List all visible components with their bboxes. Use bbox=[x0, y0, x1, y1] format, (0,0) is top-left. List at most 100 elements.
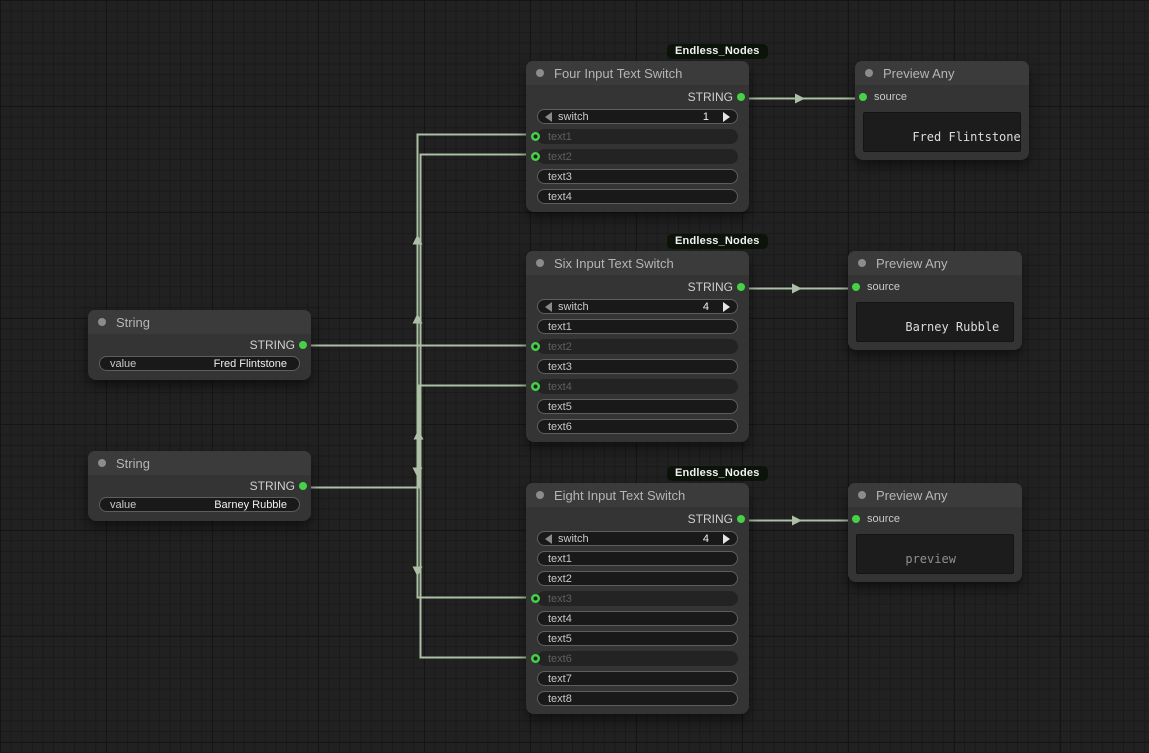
node-four-input-text-switch[interactable]: Four Input Text Switch STRING switch 1 t… bbox=[526, 61, 749, 212]
collapse-dot-icon[interactable] bbox=[98, 459, 106, 467]
widget-text2[interactable]: text2 bbox=[531, 339, 738, 354]
collapse-dot-icon[interactable] bbox=[858, 491, 866, 499]
stepper-value: 4 bbox=[702, 532, 709, 545]
widget-value-text: Barney Rubble bbox=[214, 498, 287, 511]
input-port[interactable] bbox=[531, 342, 540, 351]
input-port[interactable] bbox=[531, 654, 540, 663]
input-label: source bbox=[867, 281, 901, 293]
widget-text6[interactable]: text6 bbox=[531, 651, 738, 666]
output-port-string[interactable] bbox=[737, 93, 745, 101]
widget-label: text3 bbox=[548, 170, 572, 183]
preview-text-area[interactable]: Barney Rubble bbox=[856, 302, 1014, 342]
collapse-dot-icon[interactable] bbox=[98, 318, 106, 326]
widget-label: text1 bbox=[548, 320, 572, 333]
preview-text-area[interactable]: preview bbox=[856, 534, 1014, 574]
widget-label: switch bbox=[558, 532, 589, 545]
collapse-dot-icon[interactable] bbox=[536, 69, 544, 77]
widget-text4[interactable]: text4 bbox=[537, 611, 738, 626]
node-eight-input-text-switch[interactable]: Eight Input Text Switch STRING switch 4 … bbox=[526, 483, 749, 714]
widget-text2[interactable]: text2 bbox=[537, 571, 738, 586]
widget-label: text2 bbox=[548, 150, 572, 163]
widget-text5[interactable]: text5 bbox=[537, 399, 738, 414]
widget-value[interactable]: value Barney Rubble bbox=[99, 497, 300, 512]
widget-label: switch bbox=[558, 300, 589, 313]
output-port-string[interactable] bbox=[737, 515, 745, 523]
badge-endless-nodes: Endless_Nodes bbox=[667, 466, 768, 481]
node-string-1[interactable]: String STRING value Fred Flintstone bbox=[88, 310, 311, 380]
widget-label: text3 bbox=[548, 592, 572, 605]
collapse-dot-icon[interactable] bbox=[536, 491, 544, 499]
widget-text3[interactable]: text3 bbox=[537, 169, 738, 184]
widget-switch-stepper[interactable]: switch 4 bbox=[537, 299, 738, 314]
collapse-dot-icon[interactable] bbox=[536, 259, 544, 267]
widget-text3[interactable]: text3 bbox=[531, 591, 738, 606]
collapse-dot-icon[interactable] bbox=[865, 69, 873, 77]
widget-text6[interactable]: text6 bbox=[537, 419, 738, 434]
input-label: source bbox=[874, 91, 908, 103]
node-preview-any-1[interactable]: Preview Any source Fred Flintstone bbox=[855, 61, 1029, 160]
node-title-bar[interactable]: Preview Any bbox=[848, 483, 1022, 507]
widget-label: text2 bbox=[548, 572, 572, 585]
widget-text8[interactable]: text8 bbox=[537, 691, 738, 706]
node-title: Six Input Text Switch bbox=[554, 255, 674, 271]
widget-label: text8 bbox=[548, 692, 572, 705]
stepper-next-icon[interactable] bbox=[723, 301, 730, 312]
node-six-input-text-switch[interactable]: Six Input Text Switch STRING switch 4 te… bbox=[526, 251, 749, 442]
input-port-source[interactable] bbox=[859, 93, 867, 101]
stepper-prev-icon[interactable] bbox=[545, 301, 552, 312]
node-preview-any-3[interactable]: Preview Any source preview bbox=[848, 483, 1022, 582]
widget-text1[interactable]: text1 bbox=[531, 129, 738, 144]
widget-text2[interactable]: text2 bbox=[531, 149, 738, 164]
stepper-prev-icon[interactable] bbox=[545, 111, 552, 122]
widget-label: text3 bbox=[548, 360, 572, 373]
widget-text1[interactable]: text1 bbox=[537, 551, 738, 566]
preview-text-area[interactable]: Fred Flintstone bbox=[863, 112, 1021, 152]
input-port-source[interactable] bbox=[852, 283, 860, 291]
stepper-value: 1 bbox=[702, 110, 709, 123]
output-port-string[interactable] bbox=[299, 341, 307, 349]
widget-text4[interactable]: text4 bbox=[537, 189, 738, 204]
widget-switch-stepper[interactable]: switch 4 bbox=[537, 531, 738, 546]
widget-text5[interactable]: text5 bbox=[537, 631, 738, 646]
preview-text: Barney Rubble bbox=[905, 320, 1000, 334]
widget-text1[interactable]: text1 bbox=[537, 319, 738, 334]
widget-label: text2 bbox=[548, 340, 572, 353]
widget-label: text4 bbox=[548, 612, 572, 625]
node-title-bar[interactable]: Eight Input Text Switch bbox=[526, 483, 749, 507]
output-port-string[interactable] bbox=[299, 482, 307, 490]
input-port[interactable] bbox=[531, 132, 540, 141]
node-title-bar[interactable]: String bbox=[88, 451, 311, 475]
preview-text: preview bbox=[905, 552, 956, 566]
badge-endless-nodes: Endless_Nodes bbox=[667, 234, 768, 249]
widget-label: text6 bbox=[548, 652, 572, 665]
input-port[interactable] bbox=[531, 382, 540, 391]
input-port[interactable] bbox=[531, 594, 540, 603]
stepper-next-icon[interactable] bbox=[723, 111, 730, 122]
link-barney-to-four-text2 bbox=[310, 153, 537, 489]
collapse-dot-icon[interactable] bbox=[858, 259, 866, 267]
node-title-bar[interactable]: Six Input Text Switch bbox=[526, 251, 749, 275]
node-title-bar[interactable]: Preview Any bbox=[848, 251, 1022, 275]
node-title: Preview Any bbox=[876, 487, 948, 503]
node-title-bar[interactable]: Four Input Text Switch bbox=[526, 61, 749, 85]
widget-value[interactable]: value Fred Flintstone bbox=[99, 356, 300, 371]
widget-switch-stepper[interactable]: switch 1 bbox=[537, 109, 738, 124]
node-title-bar[interactable]: String bbox=[88, 310, 311, 334]
widget-label: value bbox=[110, 357, 137, 370]
node-preview-any-2[interactable]: Preview Any source Barney Rubble bbox=[848, 251, 1022, 350]
input-port[interactable] bbox=[531, 152, 540, 161]
node-string-2[interactable]: String STRING value Barney Rubble bbox=[88, 451, 311, 521]
widget-text3[interactable]: text3 bbox=[537, 359, 738, 374]
node-title-bar[interactable]: Preview Any bbox=[855, 61, 1029, 85]
widget-label: text4 bbox=[548, 190, 572, 203]
output-label: STRING bbox=[249, 479, 295, 493]
widget-text7[interactable]: text7 bbox=[537, 671, 738, 686]
output-port-string[interactable] bbox=[737, 283, 745, 291]
input-port-source[interactable] bbox=[852, 515, 860, 523]
stepper-prev-icon[interactable] bbox=[545, 533, 552, 544]
link-fred-to-four-text1 bbox=[310, 133, 537, 347]
widget-text4[interactable]: text4 bbox=[531, 379, 738, 394]
stepper-next-icon[interactable] bbox=[723, 533, 730, 544]
